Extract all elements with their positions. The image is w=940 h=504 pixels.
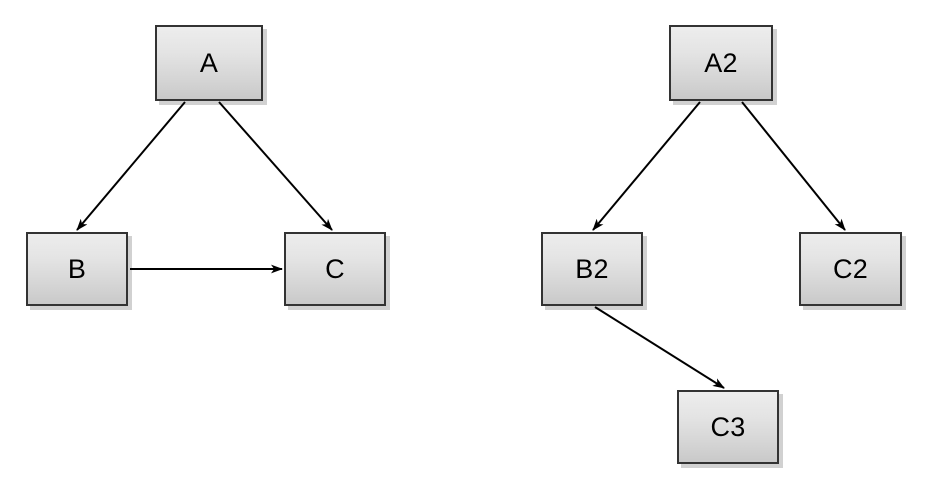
node-c3-label: C3 <box>710 411 746 442</box>
node-a2[interactable]: A2 <box>669 25 773 101</box>
edge-a-to-c[interactable] <box>218 101 333 231</box>
node-c-label: C <box>325 253 345 284</box>
edge-a2-to-c2[interactable] <box>741 101 846 231</box>
edges-group <box>76 101 846 389</box>
node-a2-label: A2 <box>704 47 738 78</box>
node-b[interactable]: B <box>26 232 128 306</box>
edge-a2-to-b2[interactable] <box>592 101 701 231</box>
node-c[interactable]: C <box>284 232 386 306</box>
node-b-label: B <box>67 253 87 284</box>
node-c2[interactable]: C2 <box>799 232 902 306</box>
edge-a-to-b[interactable] <box>76 101 186 231</box>
node-c2-label: C2 <box>833 253 868 284</box>
node-b2-label: B2 <box>575 253 609 284</box>
node-b2[interactable]: B2 <box>541 232 643 306</box>
edge-b2-to-c3[interactable] <box>594 306 725 389</box>
node-c3[interactable]: C3 <box>677 390 779 464</box>
node-a[interactable]: A <box>155 25 263 101</box>
node-a-label: A <box>199 47 219 78</box>
